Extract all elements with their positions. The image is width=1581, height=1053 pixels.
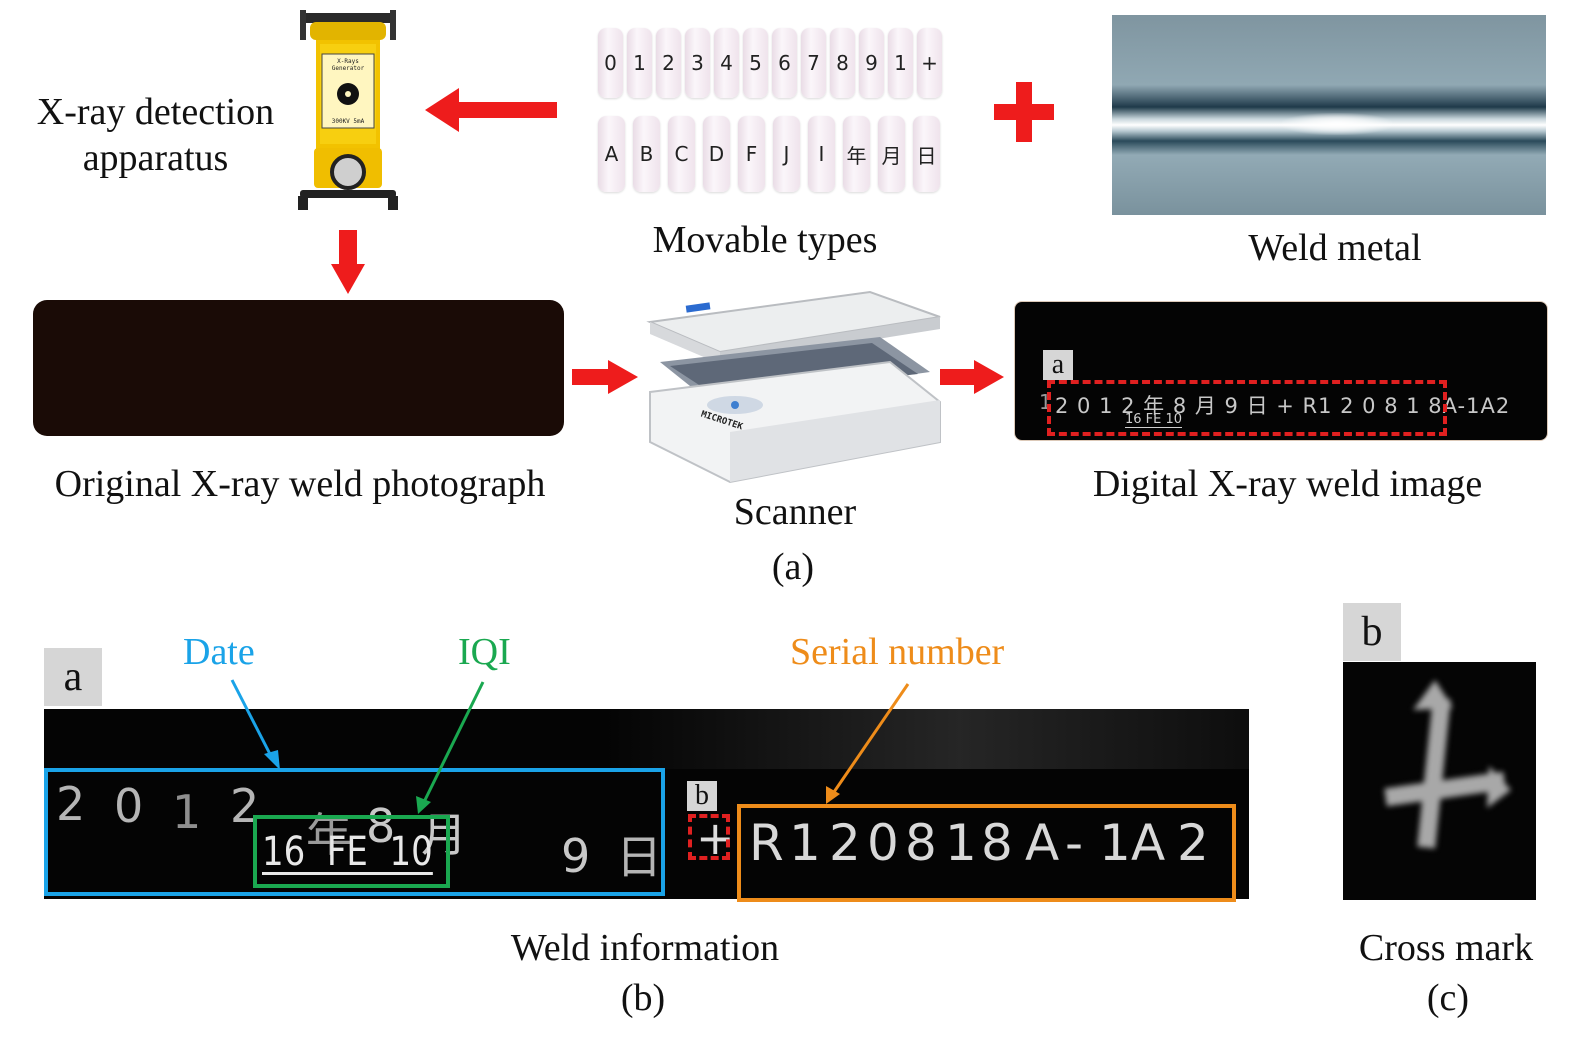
movable-type-piece: J bbox=[773, 116, 800, 192]
cross-mark-image bbox=[1343, 662, 1536, 900]
serial-character: A bbox=[1025, 814, 1060, 872]
movable-type-piece: 3 bbox=[685, 28, 710, 98]
date-character: 2 bbox=[56, 777, 86, 831]
iqi-box bbox=[253, 815, 450, 888]
movable-type-piece: 1 bbox=[888, 28, 913, 98]
date-character: 9 bbox=[561, 829, 591, 883]
date-character: 1 bbox=[172, 785, 202, 839]
weld-metal-label: Weld metal bbox=[1248, 227, 1422, 269]
serial-character: 1 bbox=[945, 814, 977, 872]
scanner-drawing bbox=[646, 290, 941, 484]
serial-character: 2 bbox=[1177, 814, 1209, 872]
date-box bbox=[44, 768, 665, 896]
arrow-down-from-xray bbox=[331, 230, 365, 294]
date-character: 0 bbox=[114, 779, 144, 833]
digital-image-label: Digital X-ray weld image bbox=[1092, 463, 1483, 505]
serial-character: A bbox=[1131, 814, 1166, 872]
digital-xray-image: a 1 2 0 1 2 年 8 月 9 日 + R1 2 0 8 1 8A-1A… bbox=[1014, 301, 1548, 441]
serial-arrow bbox=[826, 683, 910, 804]
arrow-left-to-xray bbox=[425, 88, 557, 132]
xray-device-image: X-Rays Generator 300KV 5mA bbox=[298, 8, 398, 213]
weld-info-tag: a bbox=[44, 648, 102, 706]
weld-info-label: Weld information bbox=[510, 927, 780, 969]
movable-type-piece: A bbox=[598, 116, 625, 192]
xray-device-drawing bbox=[298, 10, 398, 210]
iqi-annotation: IQI bbox=[458, 631, 511, 673]
serial-box bbox=[737, 804, 1236, 902]
caption-b: (b) bbox=[620, 977, 666, 1019]
movable-type-piece: C bbox=[668, 116, 695, 192]
movable-type-piece: + bbox=[917, 28, 942, 98]
movable-type-piece: F bbox=[738, 116, 765, 192]
serial-character: - bbox=[1065, 814, 1084, 872]
date-arrow bbox=[230, 679, 280, 770]
movable-type-piece: B bbox=[633, 116, 660, 192]
movable-type-piece: 8 bbox=[830, 28, 855, 98]
xray-apparatus-label: X-ray detection apparatus bbox=[18, 90, 293, 181]
cross-mark-label: Cross mark bbox=[1358, 927, 1534, 969]
xray-device-text-bottom: 300KV 5mA bbox=[331, 118, 365, 125]
serial-character: 1 bbox=[789, 814, 821, 872]
movable-type-piece: 4 bbox=[714, 28, 739, 98]
movable-type-piece: 年 bbox=[843, 116, 870, 192]
date-character: 8 bbox=[366, 799, 396, 853]
serial-character: 8 bbox=[981, 814, 1013, 872]
original-xray-photo-label: Original X-ray weld photograph bbox=[54, 463, 546, 505]
date-annotation: Date bbox=[183, 631, 255, 673]
xray-device-text-top: X-Rays Generator bbox=[331, 58, 365, 72]
serial-character: R bbox=[749, 814, 784, 872]
digital-image-weld-text: 2 0 1 2 年 8 月 9 日 + R1 2 0 8 1 8A-1A2 bbox=[1055, 394, 1511, 418]
scanner-image: MICROTEK bbox=[640, 290, 942, 487]
movable-types-label: Movable types bbox=[652, 219, 878, 261]
movable-type-piece: 6 bbox=[772, 28, 797, 98]
serial-character: 2 bbox=[829, 814, 861, 872]
serial-character: 0 bbox=[867, 814, 899, 872]
movable-type-piece: 7 bbox=[801, 28, 826, 98]
cross-mark-box bbox=[688, 814, 730, 860]
digital-image-tag: a bbox=[1043, 349, 1073, 380]
movable-type-piece: I bbox=[808, 116, 835, 192]
original-xray-photo bbox=[33, 300, 564, 436]
movable-type-piece: 月 bbox=[878, 116, 905, 192]
cross-mark-panel-tag: b bbox=[1343, 603, 1401, 661]
movable-type-piece: 0 bbox=[598, 28, 623, 98]
movable-type-piece: 1 bbox=[627, 28, 652, 98]
serial-character: 8 bbox=[905, 814, 937, 872]
movable-type-piece: 5 bbox=[743, 28, 768, 98]
movable-type-piece: 日 bbox=[913, 116, 940, 192]
cross-mark-tag: b bbox=[687, 780, 717, 811]
weld-metal-highlight bbox=[1282, 113, 1392, 135]
xray-apparatus-label-line2: apparatus bbox=[82, 136, 229, 179]
iqi-arrow bbox=[416, 681, 485, 814]
digital-image-highlight-box bbox=[1047, 380, 1447, 436]
arrow-right-to-scanner bbox=[572, 360, 638, 394]
caption-c: (c) bbox=[1426, 977, 1470, 1019]
scanner-label: Scanner bbox=[733, 491, 857, 533]
digital-image-iqi-text: 16 FE 10 bbox=[1125, 412, 1183, 428]
date-character: 日 bbox=[616, 830, 662, 884]
xray-apparatus-label-line1: X-ray detection bbox=[36, 91, 275, 133]
iqi-text: 16 FE 10 bbox=[262, 829, 433, 875]
serial-character: 1 bbox=[1099, 814, 1131, 872]
movable-type-piece: 9 bbox=[859, 28, 884, 98]
movable-type-piece: 2 bbox=[656, 28, 681, 98]
plus-icon bbox=[994, 82, 1054, 142]
arrow-right-to-digital bbox=[940, 360, 1004, 394]
cross-mark-drawing bbox=[1384, 680, 1511, 849]
weld-metal-image bbox=[1112, 15, 1546, 215]
serial-annotation: Serial number bbox=[790, 631, 1005, 673]
caption-a: (a) bbox=[771, 546, 815, 588]
weld-info-glow bbox=[604, 709, 1249, 769]
movable-type-piece: D bbox=[703, 116, 730, 192]
